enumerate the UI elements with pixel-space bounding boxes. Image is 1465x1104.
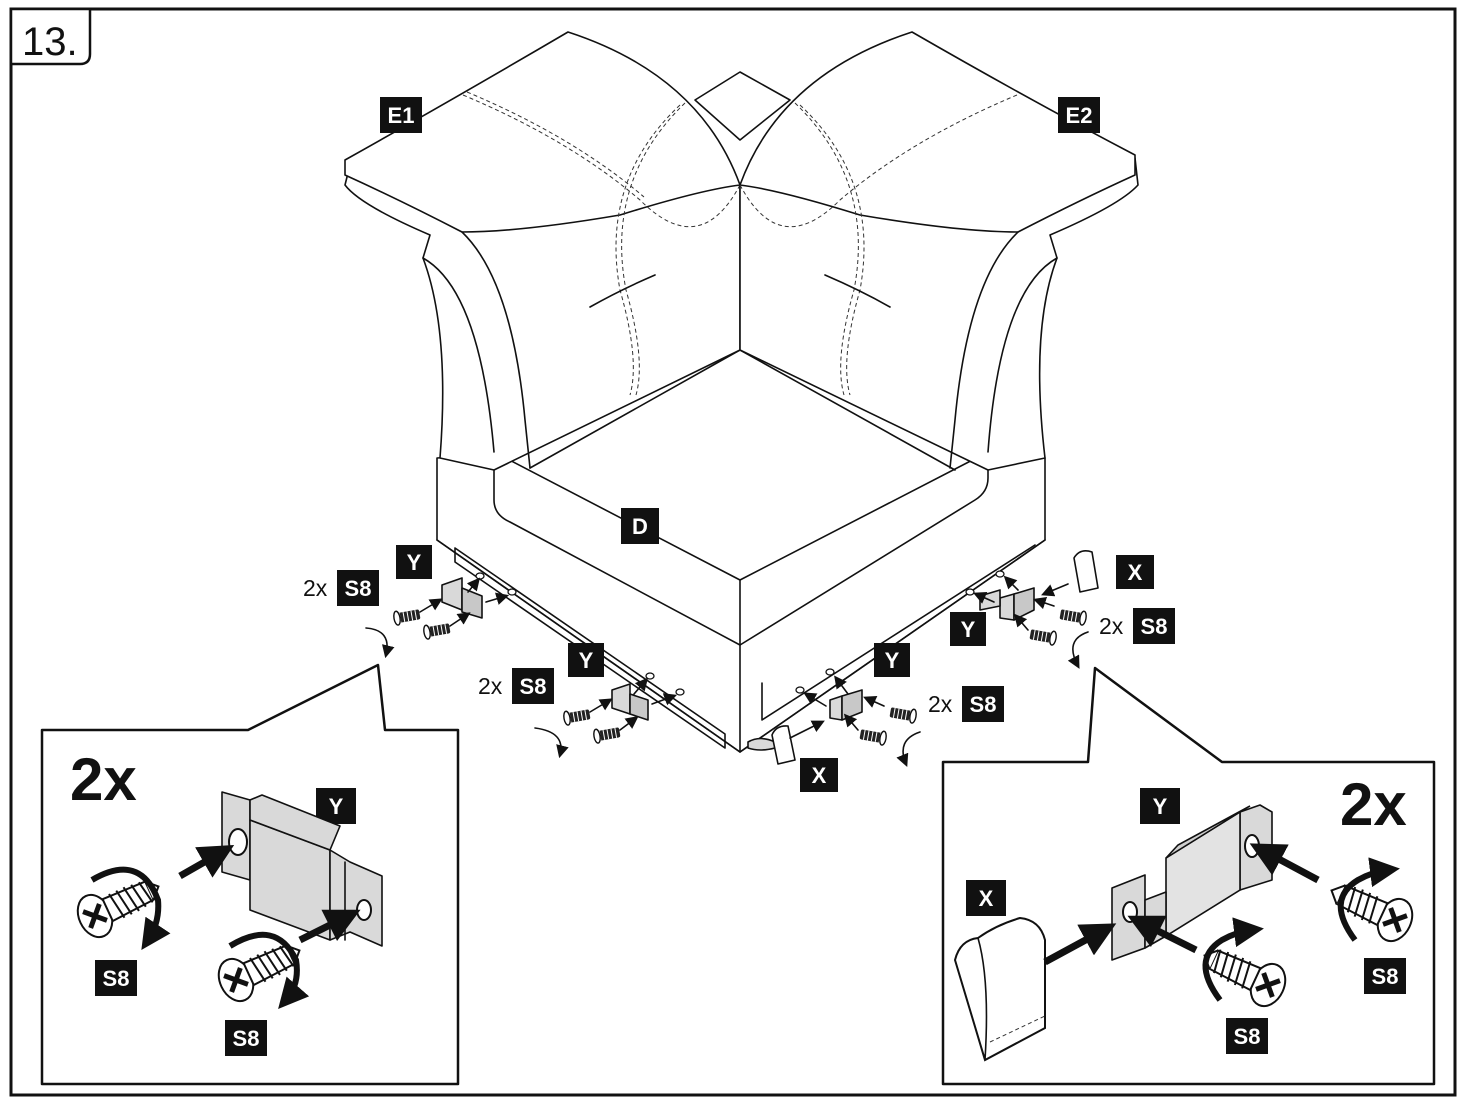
svg-text:D: D [632, 514, 648, 539]
qty-s8-2: 2x S8 [478, 668, 554, 704]
svg-text:S8: S8 [1234, 1024, 1261, 1049]
svg-text:Y: Y [329, 794, 344, 819]
svg-text:X: X [979, 886, 994, 911]
screw-s8-detail-right-2 [1322, 857, 1419, 947]
label-s8-detail-left-1: S8 [95, 960, 137, 996]
svg-text:E2: E2 [1066, 103, 1093, 128]
label-e2: E2 [1058, 97, 1100, 133]
svg-text:2x: 2x [928, 691, 953, 717]
svg-text:X: X [1128, 560, 1143, 585]
svg-text:Y: Y [1153, 794, 1168, 819]
page-border [9, 7, 1457, 1097]
qty-s8-3: 2x S8 [928, 686, 1004, 722]
label-d: D [621, 508, 659, 544]
label-x-2: X [1116, 555, 1154, 589]
label-e1: E1 [380, 97, 422, 133]
label-y-1: Y [396, 545, 432, 579]
step-number: 13. [22, 20, 78, 64]
screw-s8-detail-right-1 [1195, 917, 1292, 1012]
qty-s8-4: 2x S8 [1099, 608, 1175, 644]
svg-text:Y: Y [579, 648, 594, 673]
detail-callout-left: 2x Y S8 S8 [40, 663, 460, 1086]
label-x-1: X [800, 758, 838, 792]
svg-text:S8: S8 [970, 692, 997, 717]
label-y-detail-left: Y [316, 788, 356, 824]
label-y-2: Y [568, 643, 604, 677]
svg-text:2x: 2x [303, 575, 328, 601]
svg-text:S8: S8 [103, 966, 130, 991]
screw-s8-detail-left-1 [71, 866, 171, 950]
bracket-group-right-2 [965, 550, 1099, 669]
label-x-detail-right: X [966, 880, 1006, 916]
svg-text:S8: S8 [1141, 614, 1168, 639]
label-y-4: Y [950, 612, 986, 646]
svg-text:Y: Y [885, 648, 900, 673]
detail-left-qty: 2x [70, 746, 137, 813]
bracket-group-right-1 [771, 668, 921, 767]
detail-right-qty: 2x [1340, 771, 1407, 838]
label-s8-detail-right-2: S8 [1364, 958, 1406, 994]
svg-text:X: X [812, 763, 827, 788]
bracket-group-left-2 [534, 672, 685, 759]
svg-text:Y: Y [961, 617, 976, 642]
svg-text:S8: S8 [1372, 964, 1399, 989]
svg-text:S8: S8 [345, 576, 372, 601]
corner-sofa [344, 31, 1139, 753]
label-s8-detail-right-1: S8 [1226, 1018, 1268, 1054]
connector-x-detail-right [953, 916, 1046, 1062]
svg-text:S8: S8 [520, 674, 547, 699]
screw-s8-detail-left-2 [212, 930, 309, 1006]
detail-callout-right: 2x Y X [941, 666, 1436, 1086]
qty-s8-1: 2x S8 [303, 570, 379, 606]
label-y-detail-right: Y [1140, 788, 1180, 824]
label-s8-detail-left-2: S8 [225, 1020, 267, 1056]
svg-text:Y: Y [407, 550, 422, 575]
svg-text:2x: 2x [1099, 613, 1124, 639]
bracket-group-left-1 [365, 572, 517, 659]
label-y-3: Y [874, 643, 910, 677]
step-number-tab: 13. [9, 7, 92, 66]
svg-text:E1: E1 [388, 103, 415, 128]
svg-text:S8: S8 [233, 1026, 260, 1051]
svg-text:2x: 2x [478, 673, 503, 699]
